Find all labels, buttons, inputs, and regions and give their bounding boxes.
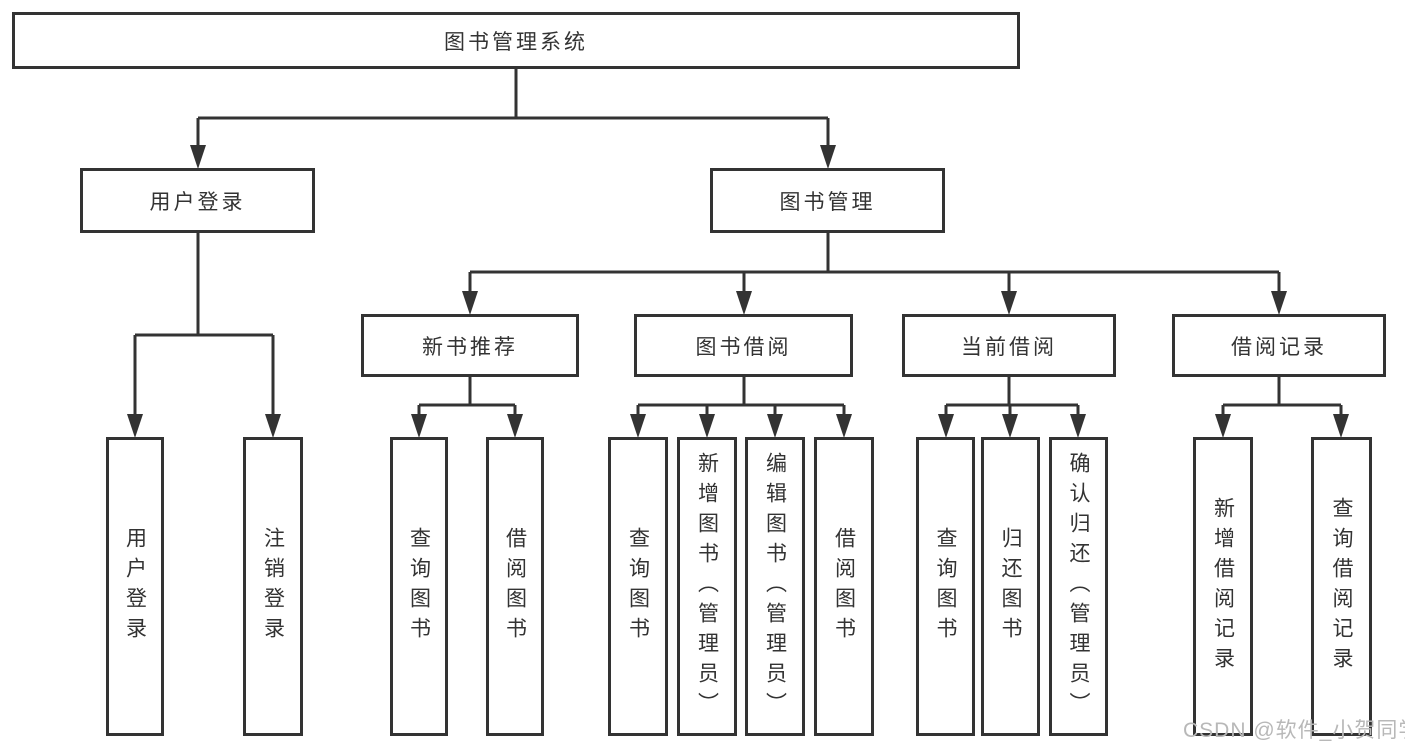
leaf-query-books-recommend: 查询图书: [390, 437, 448, 736]
leaf-label: 借阅图书: [503, 526, 527, 647]
leaf-label: 借阅图书: [832, 526, 856, 647]
node-borrow-records: 借阅记录: [1172, 314, 1386, 377]
node-new-book-recommend: 新书推荐: [361, 314, 579, 377]
leaf-query-borrow-record: 查询借阅记录: [1311, 437, 1372, 736]
leaf-borrow-books-borrow: 借阅图书: [814, 437, 874, 736]
node-label: 图书借阅: [695, 335, 792, 359]
leaf-label: 查询图书: [407, 526, 431, 647]
node-label: 图书管理系统: [444, 30, 588, 54]
node-label: 用户登录: [149, 190, 246, 214]
leaf-edit-book-admin: 编辑图书（管理员）: [745, 437, 805, 736]
node-book-borrow: 图书借阅: [634, 314, 853, 377]
leaf-label: 用户登录: [123, 526, 147, 647]
leaf-label: 查询借阅记录: [1330, 496, 1354, 677]
leaf-add-borrow-record: 新增借阅记录: [1193, 437, 1253, 736]
node-label: 借阅记录: [1231, 335, 1327, 359]
leaf-label: 查询图书: [934, 526, 958, 647]
leaf-user-login: 用户登录: [106, 437, 164, 736]
leaf-label: 新增借阅记录: [1211, 496, 1235, 677]
leaf-borrow-books-recommend: 借阅图书: [486, 437, 544, 736]
leaf-label: 新增图书（管理员）: [695, 451, 719, 722]
leaf-return-books: 归还图书: [981, 437, 1040, 736]
leaf-label: 归还图书: [999, 526, 1023, 647]
node-label: 当前借阅: [961, 335, 1057, 359]
node-label: 图书管理: [779, 190, 876, 214]
node-current-borrow: 当前借阅: [902, 314, 1116, 377]
node-book-management: 图书管理: [710, 168, 945, 233]
node-user-login: 用户登录: [80, 168, 315, 233]
leaf-label: 确认归还（管理员）: [1067, 451, 1091, 722]
leaf-label: 编辑图书（管理员）: [763, 451, 787, 722]
leaf-label: 查询图书: [626, 526, 650, 647]
leaf-query-books-borrow: 查询图书: [608, 437, 668, 736]
leaf-query-books-current: 查询图书: [916, 437, 975, 736]
leaf-add-book-admin: 新增图书（管理员）: [677, 437, 737, 736]
node-label: 新书推荐: [422, 335, 518, 359]
leaf-label: 注销登录: [261, 526, 285, 647]
leaf-logout: 注销登录: [243, 437, 303, 736]
leaf-confirm-return-admin: 确认归还（管理员）: [1049, 437, 1108, 736]
node-book-management-system: 图书管理系统: [12, 12, 1020, 69]
watermark: CSDN @软件_小贺同学: [1183, 719, 1405, 742]
